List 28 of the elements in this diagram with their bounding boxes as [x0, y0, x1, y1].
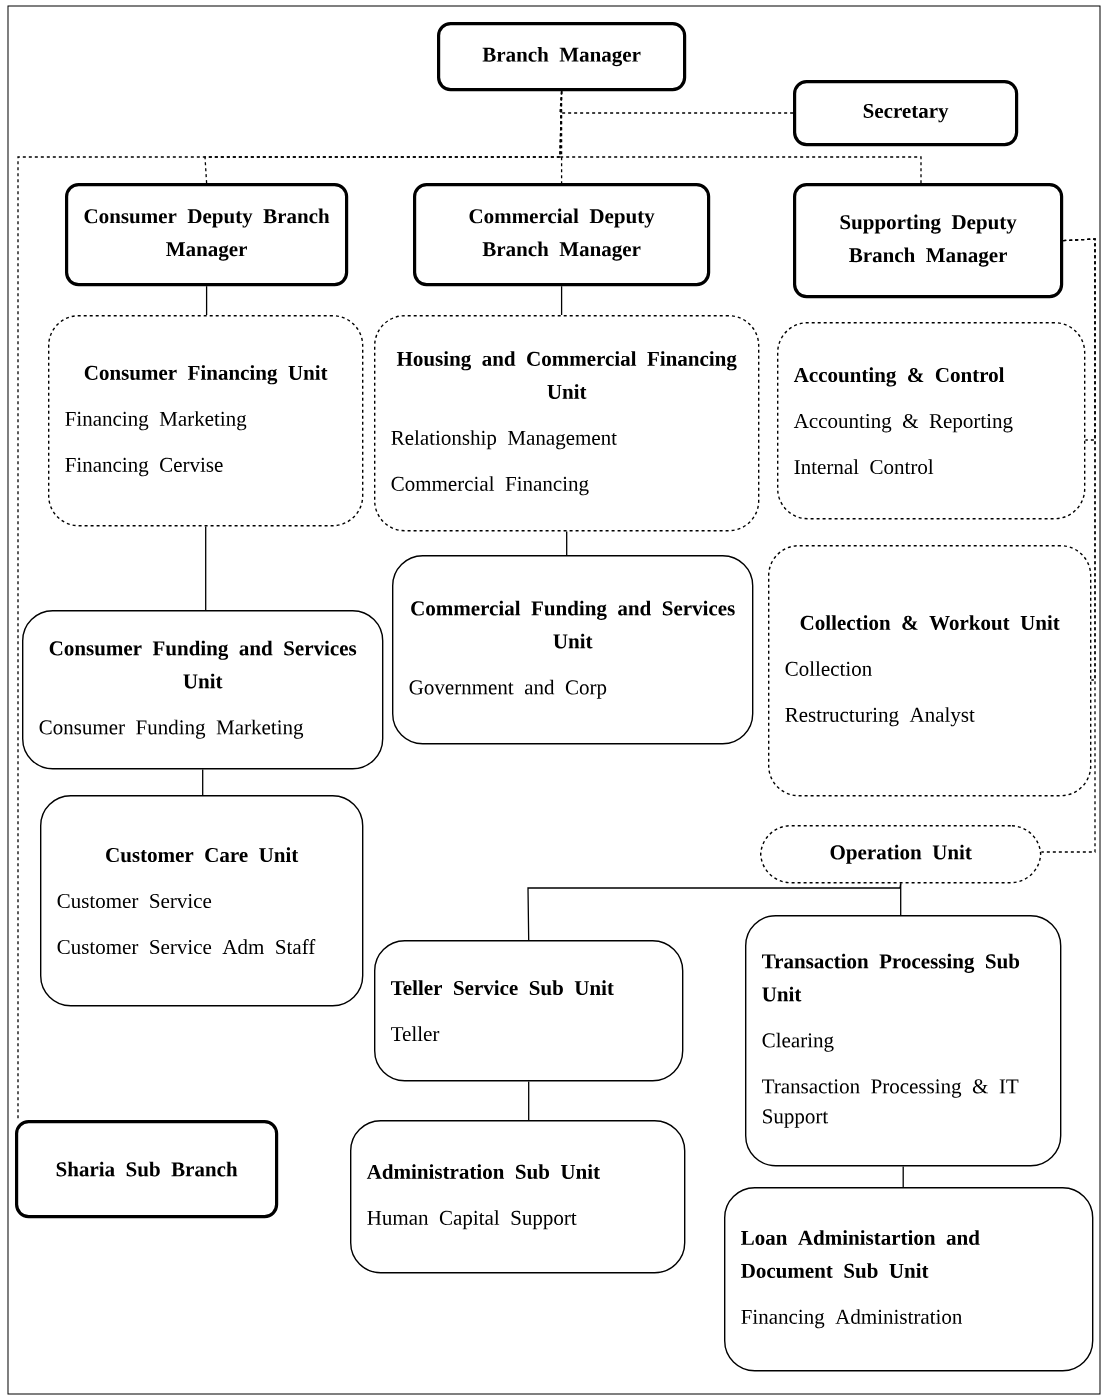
connector-line — [900, 882, 902, 916]
connector-line — [205, 525, 207, 611]
position-box: Sharia Sub Branch — [15, 1120, 279, 1219]
unit-box: Customer Care Unit Customer Service Customer Service Adm Staff — [40, 795, 364, 1007]
connector-line — [1040, 238, 1096, 853]
unit-box: Teller Service Sub Unit Teller — [374, 940, 684, 1082]
position-box: Consumer Deputy Branch Manager — [65, 183, 349, 287]
connector-line — [528, 1080, 530, 1121]
connector-line — [202, 768, 204, 796]
unit-box: Loan Administartion and Document Sub Unit Financing Administration — [724, 1187, 1094, 1372]
position-box: Branch Manager — [437, 22, 687, 92]
connector-line — [560, 285, 563, 316]
position-box: Supporting Deputy Branch Manager — [793, 183, 1064, 299]
dashed-unit-box: Housing and Commercial Financing Unit Relationship Management Commercial Financing — [374, 315, 760, 532]
unit-box: Transaction Processing Sub Unit Clearing Transaction Processing & IT Support — [745, 915, 1062, 1167]
dashed-unit-box: Operation Unit — [760, 825, 1042, 884]
dashed-unit-box: Collection & Workout Unit Collection Restructuring Analyst — [768, 545, 1092, 797]
unit-box: Commercial Funding and Services Unit Government and Corp — [392, 555, 754, 745]
position-box: Commercial Deputy Branch Manager — [413, 183, 711, 287]
unit-box: Administration Sub Unit Human Capital Support — [350, 1120, 686, 1274]
dashed-unit-box: Consumer Financing Unit Financing Marketing Financing Cervise — [48, 315, 364, 527]
connector-line — [902, 1165, 904, 1188]
connector-line — [205, 285, 208, 316]
connector-line — [566, 530, 568, 556]
connector-line — [17, 90, 563, 1121]
dashed-unit-box: Accounting & Control Accounting & Reporting Internal Control — [777, 322, 1086, 520]
position-box: Secretary — [793, 80, 1019, 147]
unit-box: Consumer Funding and Services Unit Consumer Funding Marketing — [22, 610, 384, 770]
